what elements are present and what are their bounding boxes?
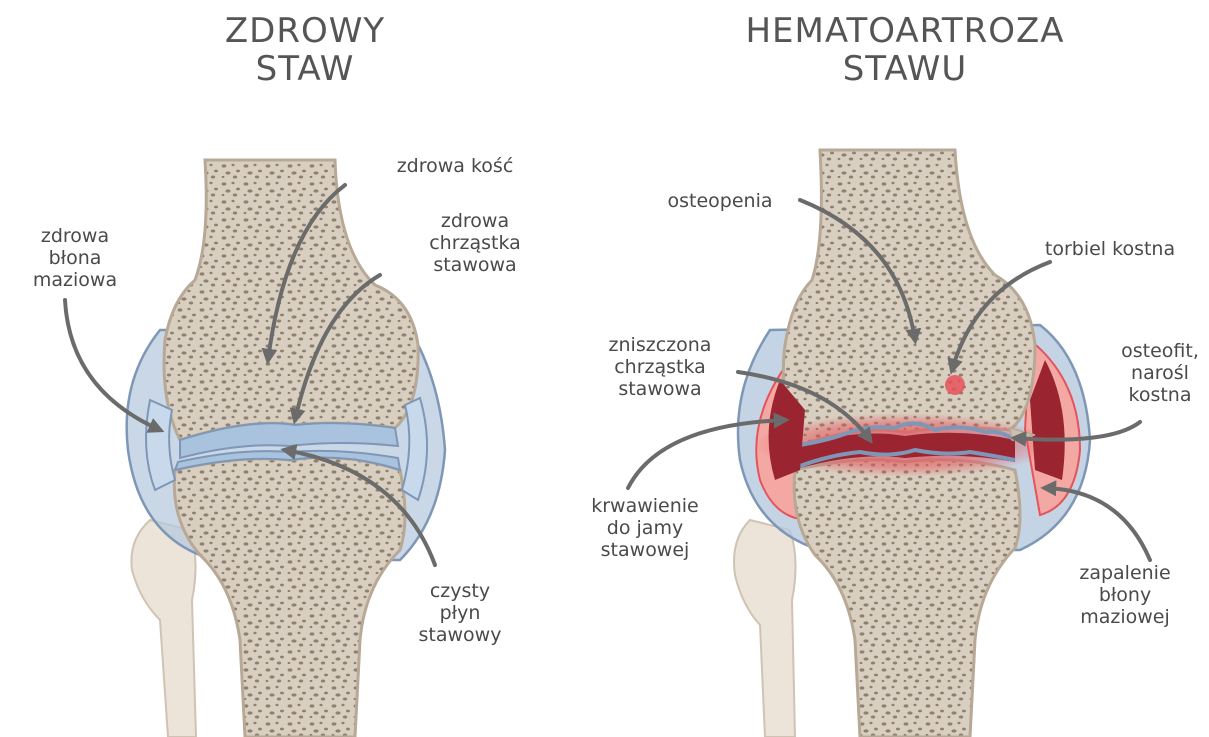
healthy-title: ZDROWY STAW bbox=[190, 12, 420, 88]
diseased-title: HEMATOARTROZA STAWU bbox=[735, 12, 1075, 88]
label-synovitis-line-3: maziowej bbox=[1060, 606, 1190, 628]
healthy-femur bbox=[164, 160, 418, 440]
diseased-title-line-1: HEMATOARTROZA bbox=[735, 12, 1075, 50]
label-bleeding: krwawienie do jamy stawowej bbox=[570, 495, 720, 561]
label-osteophyte-line-2: narośl bbox=[1110, 362, 1209, 384]
diseased-femur bbox=[783, 150, 1035, 445]
label-damaged-cartilage: zniszczona chrząstka stawowa bbox=[585, 334, 735, 400]
label-healthy-membrane: zdrowa błona maziowa bbox=[15, 225, 135, 291]
healthy-title-line-2: STAW bbox=[190, 50, 420, 88]
label-healthy-cartilage-line-2: chrząstka bbox=[395, 232, 555, 254]
healthy-title-line-1: ZDROWY bbox=[190, 12, 420, 50]
diseased-bone-cyst bbox=[945, 375, 965, 395]
label-osteophyte: osteofit, narośl kostna bbox=[1110, 340, 1209, 406]
label-healthy-bone-line-1: zdrowa kość bbox=[370, 155, 540, 177]
label-healthy-cartilage-line-1: zdrowa bbox=[395, 210, 555, 232]
label-bleeding-line-3: stawowej bbox=[570, 539, 720, 561]
diseased-fibula bbox=[734, 520, 796, 737]
label-damaged-cartilage-line-2: chrząstka bbox=[585, 356, 735, 378]
label-osteopenia-line-1: osteopenia bbox=[640, 190, 800, 212]
label-healthy-cartilage-line-3: stawowa bbox=[395, 254, 555, 276]
label-synovitis-line-2: błony bbox=[1060, 584, 1190, 606]
label-cyst: torbiel kostna bbox=[1020, 238, 1200, 260]
label-healthy-fluid: czysty płyn stawowy bbox=[395, 580, 525, 646]
label-healthy-membrane-line-1: zdrowa bbox=[15, 225, 135, 247]
label-healthy-bone: zdrowa kość bbox=[370, 155, 540, 177]
label-bleeding-line-1: krwawienie bbox=[570, 495, 720, 517]
label-damaged-cartilage-line-3: stawowa bbox=[585, 378, 735, 400]
label-healthy-membrane-line-2: błona bbox=[15, 247, 135, 269]
label-damaged-cartilage-line-1: zniszczona bbox=[585, 334, 735, 356]
label-healthy-fluid-line-3: stawowy bbox=[395, 624, 525, 646]
label-osteophyte-line-3: kostna bbox=[1110, 384, 1209, 406]
label-cyst-line-1: torbiel kostna bbox=[1020, 238, 1200, 260]
label-osteopenia: osteopenia bbox=[640, 190, 800, 212]
label-healthy-cartilage: zdrowa chrząstka stawowa bbox=[395, 210, 555, 276]
label-healthy-fluid-line-1: czysty bbox=[395, 580, 525, 602]
label-osteophyte-line-1: osteofit, bbox=[1110, 340, 1209, 362]
label-healthy-fluid-line-2: płyn bbox=[395, 602, 525, 624]
healthy-tibia bbox=[174, 458, 405, 737]
label-synovitis-line-1: zapalenie bbox=[1060, 562, 1190, 584]
diseased-tibia bbox=[794, 460, 1020, 737]
diseased-title-line-2: STAWU bbox=[735, 50, 1075, 88]
label-healthy-membrane-line-3: maziowa bbox=[15, 269, 135, 291]
healthy-fibula bbox=[131, 520, 196, 737]
label-bleeding-line-2: do jamy bbox=[570, 517, 720, 539]
label-synovitis: zapalenie błony maziowej bbox=[1060, 562, 1190, 628]
